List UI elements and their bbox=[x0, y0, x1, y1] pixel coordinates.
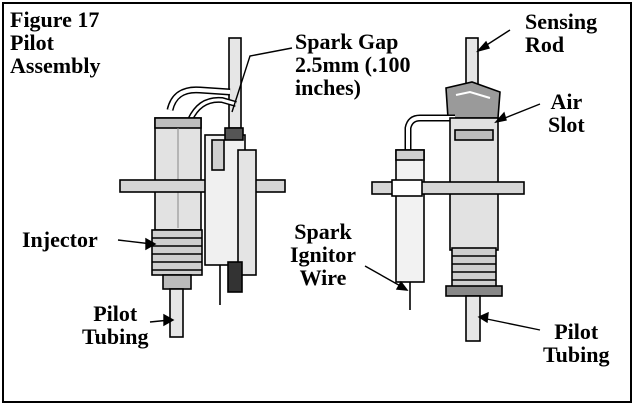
spark-gap-line-3: inches) bbox=[295, 75, 361, 100]
right-injector-fitting bbox=[451, 247, 497, 289]
figure-title-line-2: Pilot bbox=[10, 30, 54, 55]
figure-border bbox=[2, 2, 632, 403]
right-pilot-tubing bbox=[465, 295, 481, 342]
spark-gap-label: Spark Gap 2.5mm (.100 inches) bbox=[295, 30, 410, 99]
pilot-tubing-left-label: Pilot Tubing bbox=[82, 302, 148, 348]
right-pilot-assembly bbox=[371, 37, 525, 342]
sensing-rod-line-2: Rod bbox=[525, 32, 565, 57]
figure-title: Figure 17 Pilot Assembly bbox=[10, 8, 100, 77]
sensing-rod-label: Sensing Rod bbox=[525, 10, 597, 56]
injector-label: Injector bbox=[22, 227, 98, 252]
left-pilot-assembly bbox=[119, 37, 286, 338]
pilot-tubing-left-line-1: Pilot bbox=[93, 301, 138, 326]
spark-gap-line-2: 2.5mm (.100 bbox=[295, 52, 411, 77]
pilot-tubing-right-label: Pilot Tubing bbox=[543, 320, 609, 366]
right-ignitor-body bbox=[395, 149, 425, 283]
right-pilot-hood bbox=[445, 81, 501, 119]
spark-ignitor-wire-line-1: Spark bbox=[294, 219, 352, 244]
spark-ignitor-wire-line-2: Ignitor bbox=[290, 242, 356, 267]
left-pilot-tubing bbox=[169, 288, 184, 338]
figure-title-line-1: Figure 17 bbox=[10, 7, 100, 32]
air-slot-leader bbox=[499, 103, 541, 121]
spark-gap-line-1: Spark Gap bbox=[295, 29, 399, 54]
pilot-tubing-left-line-2: Tubing bbox=[82, 324, 149, 349]
figure-title-line-3: Assembly bbox=[10, 53, 101, 78]
air-slot-line-2: Slot bbox=[548, 112, 585, 137]
sensing-rod-line-1: Sensing bbox=[525, 9, 598, 34]
left-thermocouple-rod bbox=[228, 37, 242, 129]
spark-ignitor-wire-leader bbox=[364, 265, 405, 289]
leader-lines bbox=[117, 29, 541, 331]
air-slot-line-1: Air bbox=[550, 89, 583, 114]
spark-ignitor-wire-line-3: Wire bbox=[299, 265, 347, 290]
pilot-tubing-right-line-1: Pilot bbox=[554, 319, 599, 344]
spark-ignitor-wire-label: Spark Ignitor Wire bbox=[290, 220, 356, 289]
left-ignitor-connector bbox=[227, 261, 243, 293]
pilot-tubing-right-leader bbox=[481, 317, 541, 331]
left-mounting-bracket bbox=[119, 179, 286, 193]
left-injector bbox=[151, 229, 203, 276]
spark-gap-leader bbox=[231, 47, 293, 113]
air-slot-label: Air Slot bbox=[548, 90, 585, 136]
pilot-tubing-right-line-2: Tubing bbox=[543, 342, 610, 367]
